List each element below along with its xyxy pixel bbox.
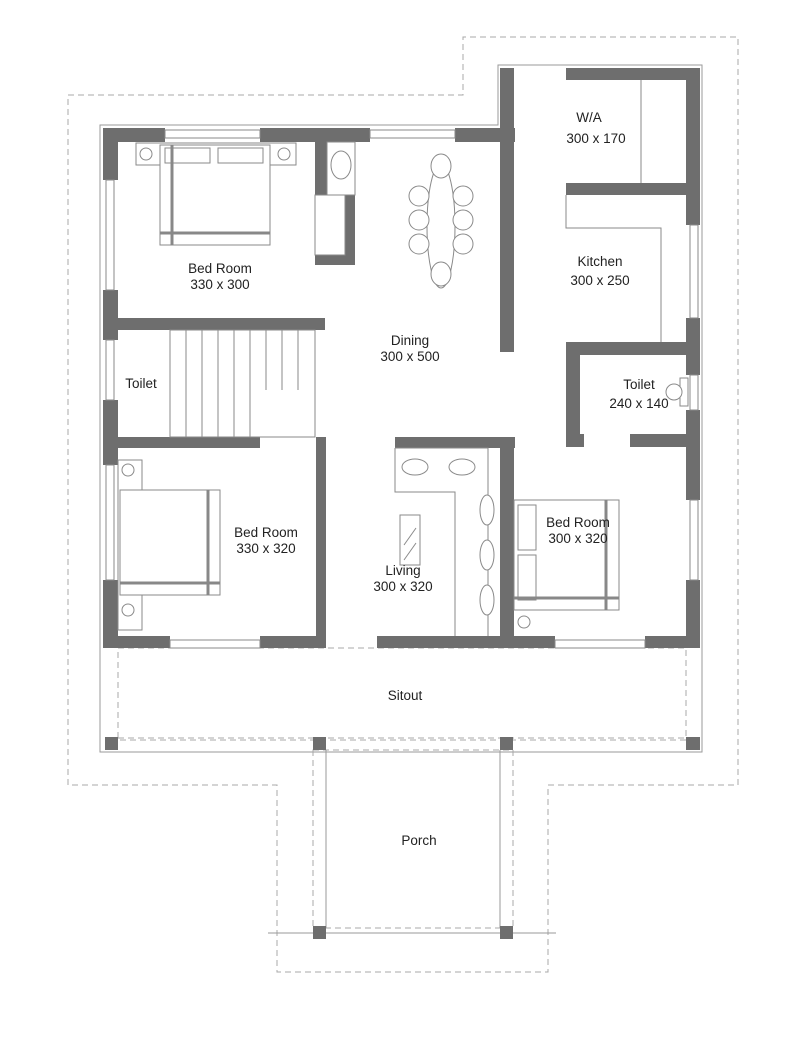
- room-name: Bed Room: [546, 515, 610, 530]
- room-name: Bed Room: [234, 525, 298, 540]
- room-name: Living: [385, 563, 420, 578]
- roof-outline: [67, 36, 739, 973]
- room-name: Toilet: [125, 376, 157, 391]
- walls: [103, 68, 700, 648]
- wash-basin: [314, 141, 356, 256]
- room-size: 300 x 500: [380, 349, 439, 364]
- room-name: Dining: [391, 333, 429, 348]
- dining-table: [408, 153, 474, 289]
- porch-beams: [312, 749, 514, 929]
- windows: [105, 129, 699, 649]
- room-size: 330 x 320: [236, 541, 295, 556]
- room-size: 300 x 170: [566, 131, 625, 146]
- room-name: Kitchen: [577, 254, 622, 269]
- staircase: [169, 329, 316, 438]
- room-name: W/A: [576, 110, 602, 125]
- sofa-set: [394, 447, 495, 636]
- pillars: [105, 737, 700, 939]
- room-size: 300 x 320: [548, 531, 607, 546]
- room-size: 300 x 250: [570, 273, 629, 288]
- bed-3: [513, 499, 620, 629]
- room-name: Sitout: [388, 688, 423, 703]
- room-name: Toilet: [623, 377, 655, 392]
- plinth-outline: [99, 64, 703, 753]
- room-size: 240 x 140: [609, 396, 668, 411]
- wc: [665, 377, 689, 407]
- room-name: Bed Room: [188, 261, 252, 276]
- room-size: 300 x 320: [373, 579, 432, 594]
- room-size: 330 x 300: [190, 277, 249, 292]
- kitchen-counter: [565, 195, 662, 342]
- bed-2: [117, 459, 221, 631]
- room-name: Porch: [401, 833, 436, 848]
- bed-1: [135, 142, 297, 246]
